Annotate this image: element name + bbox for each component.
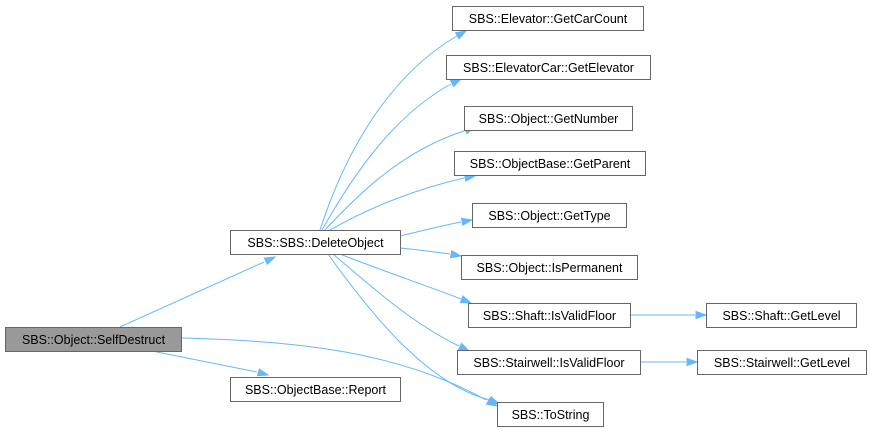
node-label: SBS::Stairwell::GetLevel	[714, 356, 850, 370]
node-ispermanent[interactable]: SBS::Object::IsPermanent	[461, 255, 638, 280]
edge-deleteobject-to-ispermanent	[399, 247, 463, 259]
node-label: SBS::Object::GetNumber	[479, 112, 619, 126]
edge-line	[151, 350, 258, 373]
node-label: SBS::Object::SelfDestruct	[22, 333, 166, 347]
edge-line	[339, 253, 462, 300]
node-label: SBS::Object::GetType	[488, 209, 610, 223]
arrowhead	[460, 217, 474, 226]
node-getnumber[interactable]: SBS::Object::GetNumber	[464, 106, 633, 131]
arrowhead	[457, 342, 471, 352]
node-box[interactable]	[497, 402, 604, 427]
node-label: SBS::ObjectBase::Report	[245, 383, 387, 397]
node-stairlevel[interactable]: SBS::Stairwell::GetLevel	[697, 350, 867, 375]
node-getparent[interactable]: SBS::ObjectBase::GetParent	[454, 151, 646, 176]
arrowhead	[686, 357, 699, 367]
nodes-layer: SBS::Object::SelfDestruct SBS::SBS::Delet…	[5, 6, 867, 427]
node-box[interactable]	[468, 303, 631, 328]
edge-deleteobject-to-gettype	[399, 217, 474, 237]
node-label: SBS::Elevator::GetCarCount	[469, 12, 628, 26]
node-box[interactable]	[5, 327, 182, 352]
node-box[interactable]	[457, 350, 641, 375]
node-selfdestruct[interactable]: SBS::Object::SelfDestruct	[5, 327, 182, 352]
edge-line	[399, 247, 451, 255]
edge-line	[319, 35, 458, 231]
edge-line	[332, 253, 460, 347]
edge-deleteobject-to-getelevator	[321, 78, 463, 231]
edge-deleteobject-to-tostring	[327, 253, 501, 405]
node-box[interactable]	[472, 203, 627, 228]
edge-line	[399, 221, 462, 237]
arrowhead	[487, 395, 501, 405]
node-getcarcount[interactable]: SBS::Elevator::GetCarCount	[452, 6, 644, 31]
arrowhead	[449, 78, 463, 88]
node-label: SBS::Object::IsPermanent	[477, 261, 623, 275]
node-shaftvalid[interactable]: SBS::Shaft::IsValidFloor	[468, 303, 631, 328]
edge-deleteobject-to-stairvalid	[332, 253, 471, 352]
edge-selfdestruct-to-report	[151, 350, 270, 377]
edge-shaftvalid-to-shaftlevel	[630, 310, 708, 320]
edge-selfdestruct-to-deleteobject	[119, 256, 277, 328]
node-deleteobject[interactable]: SBS::SBS::DeleteObject	[230, 230, 401, 255]
edges-layer	[119, 30, 708, 407]
node-box[interactable]	[464, 106, 633, 131]
edge-line	[324, 130, 465, 231]
node-box[interactable]	[452, 6, 644, 31]
arrowhead	[459, 295, 473, 304]
edge-deleteobject-to-getcarcount	[319, 30, 468, 231]
node-shaftlevel[interactable]: SBS::Shaft::GetLevel	[706, 303, 857, 328]
node-box[interactable]	[446, 55, 651, 80]
arrowhead	[263, 256, 277, 266]
node-label: SBS::Stairwell::IsValidFloor	[473, 356, 624, 370]
node-box[interactable]	[706, 303, 857, 328]
arrowhead	[695, 310, 708, 320]
node-box[interactable]	[454, 151, 646, 176]
node-label: SBS::ObjectBase::GetParent	[470, 157, 631, 171]
edge-line	[327, 253, 491, 401]
node-getelevator[interactable]: SBS::ElevatorCar::GetElevator	[446, 55, 651, 80]
node-box[interactable]	[461, 255, 638, 280]
edge-line	[119, 261, 265, 328]
node-gettype[interactable]: SBS::Object::GetType	[472, 203, 627, 228]
node-label: SBS::Shaft::IsValidFloor	[483, 309, 616, 323]
node-stairvalid[interactable]: SBS::Stairwell::IsValidFloor	[457, 350, 641, 375]
node-label: SBS::SBS::DeleteObject	[247, 236, 384, 250]
node-label: SBS::ToString	[512, 408, 590, 422]
node-label: SBS::Shaft::GetLevel	[722, 309, 840, 323]
node-tostring[interactable]: SBS::ToString	[497, 402, 604, 427]
edge-deleteobject-to-getnumber	[324, 126, 477, 231]
node-label: SBS::ElevatorCar::GetElevator	[463, 61, 634, 75]
edge-stairvalid-to-stairlevel	[640, 357, 699, 367]
edge-line	[321, 83, 452, 231]
edge-deleteobject-to-shaftvalid	[339, 253, 473, 304]
node-report[interactable]: SBS::ObjectBase::Report	[230, 377, 401, 402]
node-box[interactable]	[230, 230, 401, 255]
arrowhead	[449, 250, 463, 259]
node-box[interactable]	[697, 350, 867, 375]
arrowhead	[256, 368, 270, 377]
edge-line	[329, 177, 465, 231]
arrowhead	[454, 30, 468, 40]
node-box[interactable]	[230, 377, 401, 402]
